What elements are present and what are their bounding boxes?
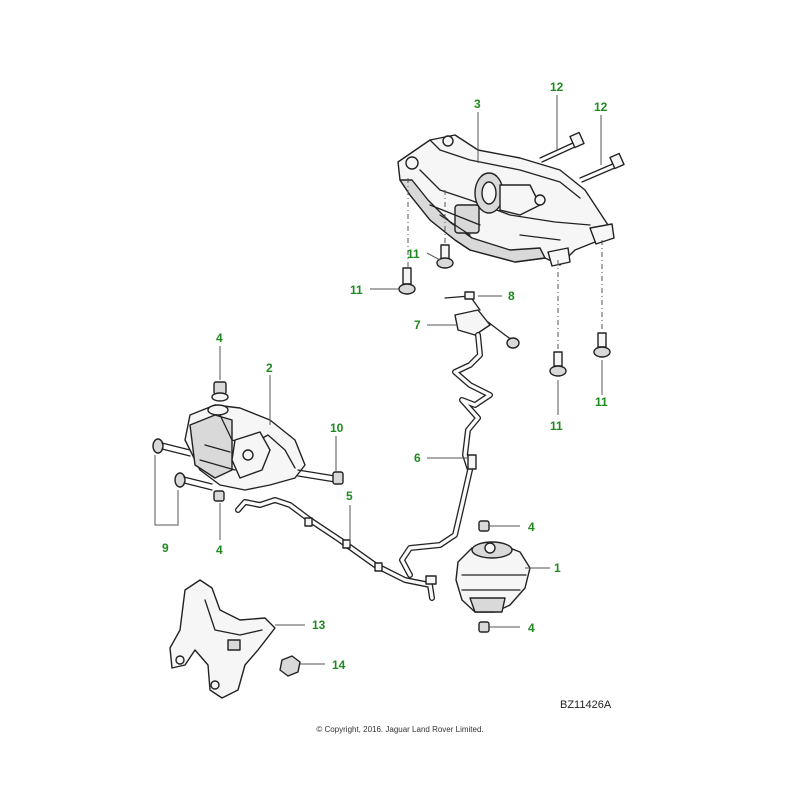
callout-8: 8: [508, 289, 515, 303]
callout-11: 11: [407, 247, 420, 261]
wiring-harness: [399, 332, 493, 578]
callout-5: 5: [346, 489, 353, 503]
copyright-notice: © Copyright, 2016. Jaguar Land Rover Lim…: [316, 725, 484, 734]
nut-4: [211, 381, 229, 402]
callout-14: 14: [332, 658, 346, 672]
callout-11: 11: [595, 395, 608, 409]
fastener-11: [436, 244, 454, 269]
callout-2: 2: [266, 361, 273, 375]
callout-11: 11: [350, 283, 363, 297]
nut-4: [478, 520, 490, 532]
fastener-11: [549, 351, 567, 377]
bolt-12-upper: [539, 131, 585, 163]
callout-7: 7: [414, 318, 421, 332]
sensor-assembly: [444, 291, 520, 349]
callout-3: 3: [474, 97, 481, 111]
callout-9: 9: [162, 541, 169, 555]
bolt-12-lower: [579, 152, 625, 183]
callout-10: 10: [330, 421, 344, 435]
callout-13: 13: [312, 618, 326, 632]
bolt-9: [152, 438, 191, 457]
bolt-10: [297, 469, 344, 485]
callout-4: 4: [216, 331, 223, 345]
callout-11: 11: [550, 419, 563, 433]
callout-6: 6: [414, 451, 421, 465]
bolt-9: [174, 472, 213, 491]
engine-mount-right: [455, 541, 531, 613]
callout-4: 4: [528, 520, 535, 534]
callout-12: 12: [594, 100, 608, 114]
callout-4: 4: [528, 621, 535, 635]
fastener-11: [398, 267, 416, 295]
leader-lines: [154, 95, 603, 665]
vacuum-hose: [235, 497, 437, 601]
nut-4: [478, 621, 490, 633]
subframe-bracket: [397, 134, 615, 267]
diagram-reference-code: BZ11426A: [560, 699, 612, 711]
nut-4: [213, 490, 225, 502]
fastener-11: [593, 332, 611, 358]
nut-14: [279, 655, 301, 677]
callout-1: 1: [554, 561, 561, 575]
support-bracket: [169, 579, 276, 699]
callout-12: 12: [550, 80, 564, 94]
callout-4: 4: [216, 543, 223, 557]
engine-mount-left: [184, 404, 306, 491]
